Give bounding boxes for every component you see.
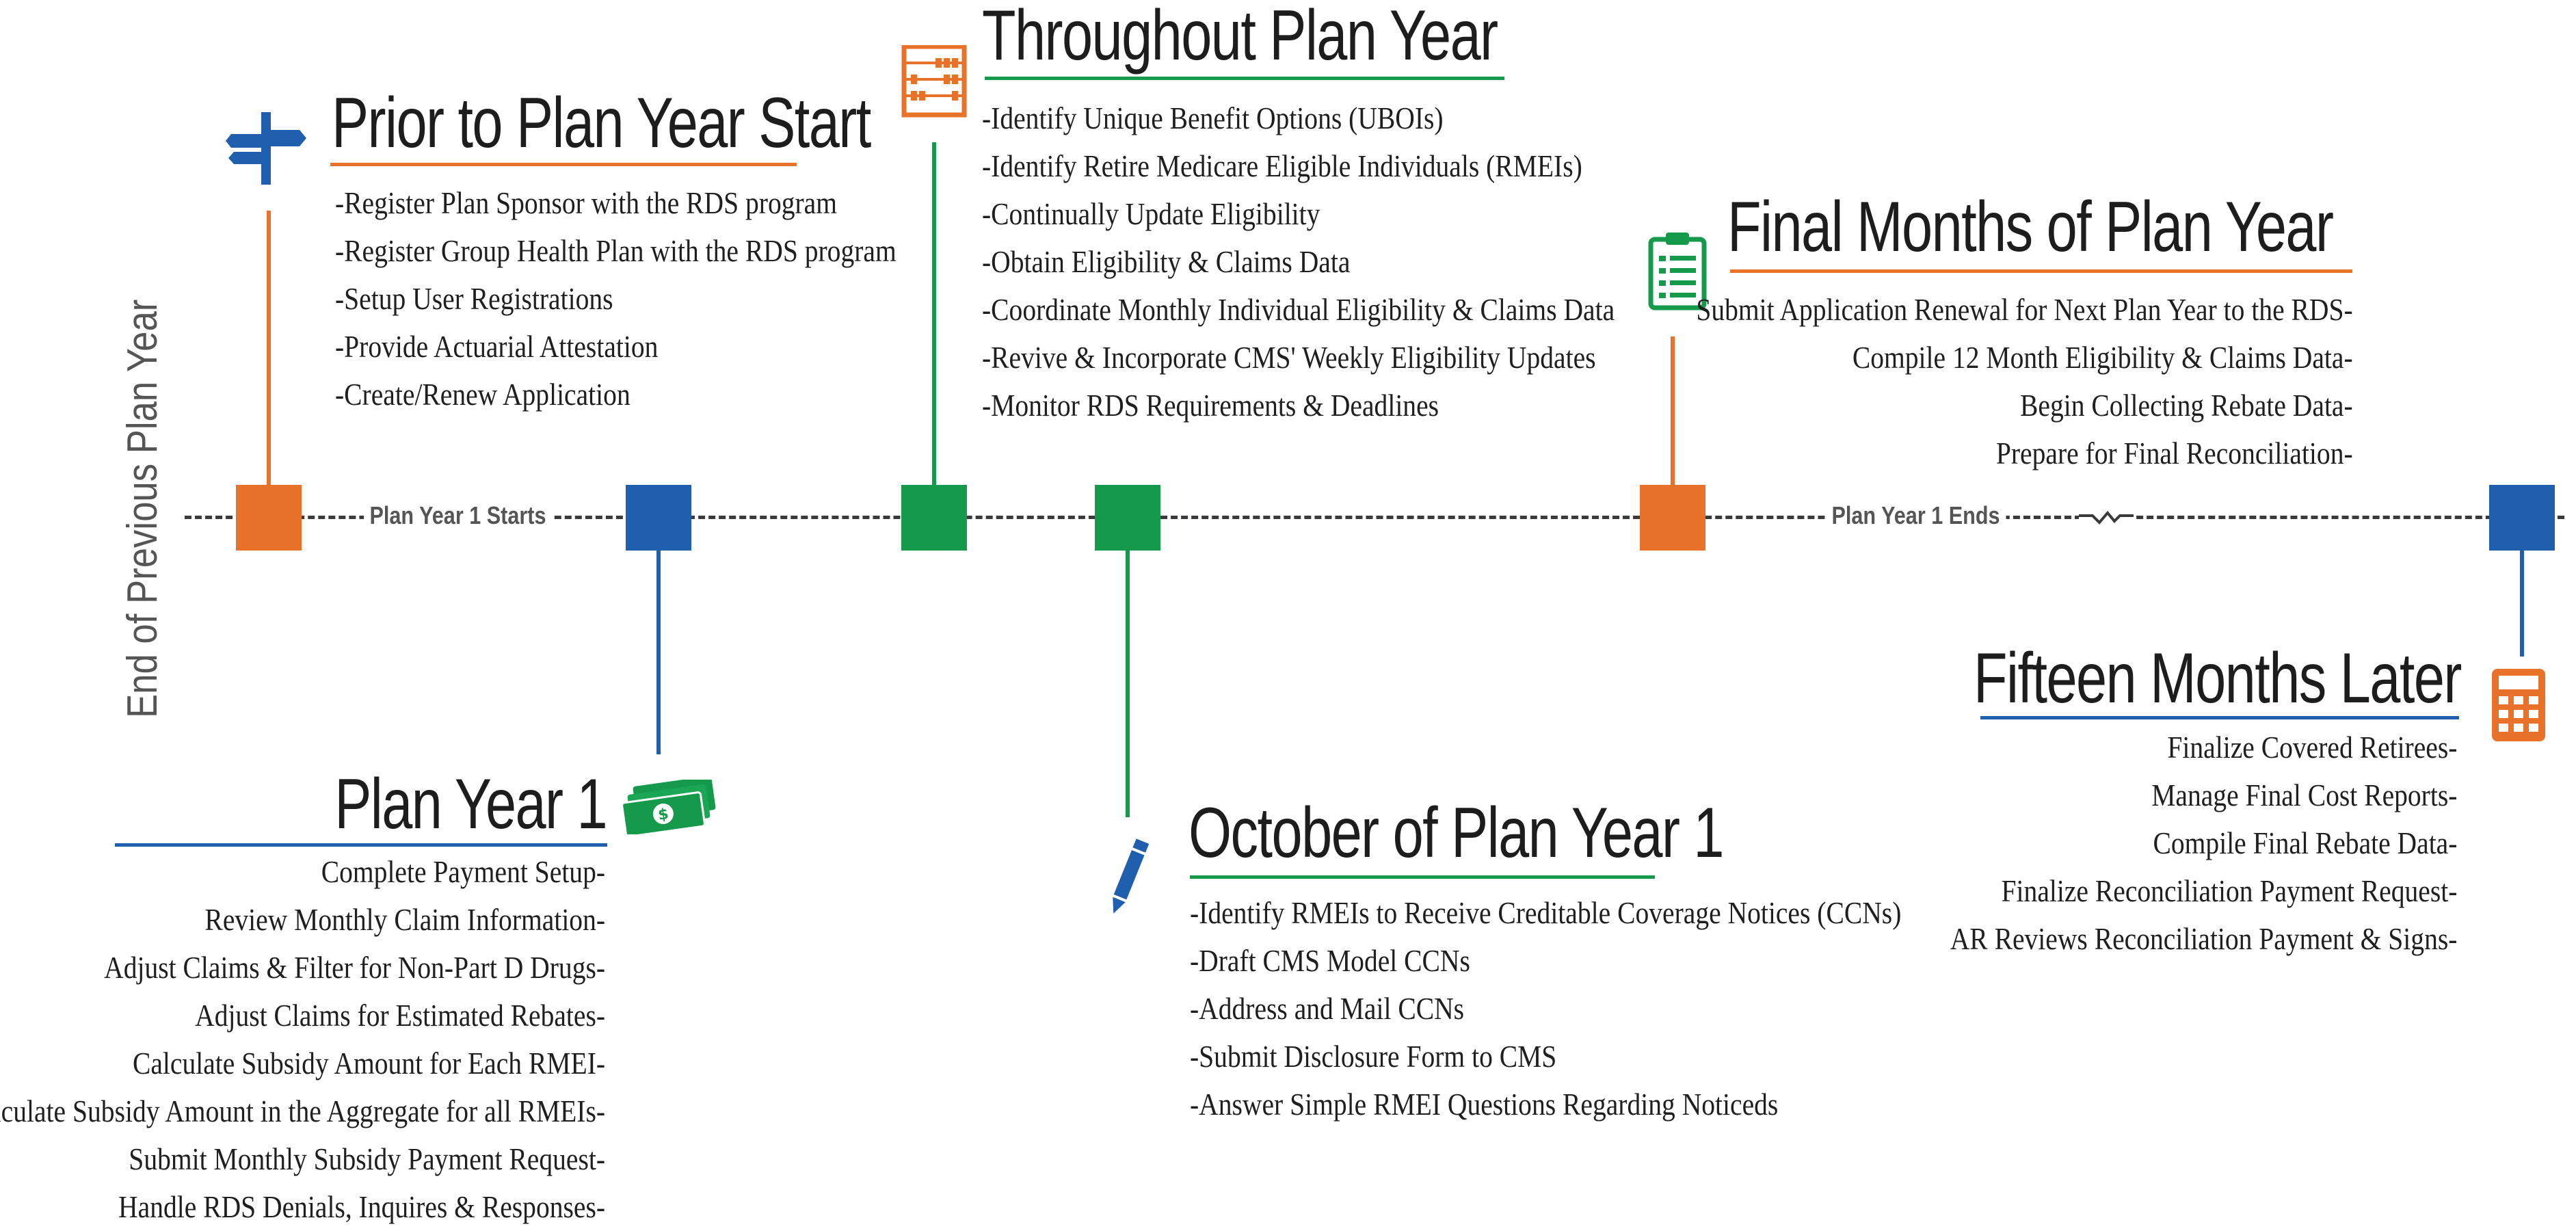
list-item: Finalize Reconciliation Payment Request-: [2001, 873, 2457, 908]
marker-final-months: [1640, 485, 1705, 551]
marker-prior-start: [236, 485, 302, 551]
timeline-axis: [185, 516, 2564, 519]
plan-year-1-underline: [115, 843, 607, 847]
marker-plan-year-1: [626, 485, 691, 551]
list-item: -Coordinate Monthly Individual Eligibili…: [982, 292, 1615, 327]
list-item: Adjust Claims for Estimated Rebates-: [195, 998, 606, 1033]
marker-october: [1095, 485, 1160, 551]
throughout-list: -Identify Unique Benefit Options (UBOIs)…: [982, 94, 1718, 429]
list-item: AR Reviews Reconciliation Payment & Sign…: [1950, 921, 2457, 956]
list-item: Complete Payment Setup-: [321, 854, 605, 889]
marker-fifteen-months: [2489, 485, 2555, 551]
list-item: Begin Collecting Rebate Data-: [2020, 388, 2353, 423]
fifteen-months-title: Fifteen Months Later: [1974, 639, 2462, 718]
october-underline: [1190, 875, 1655, 879]
fifteen-months-underline: [1980, 716, 2459, 719]
connector-prior-start: [267, 211, 271, 485]
final-months-list: Submit Application Renewal for Next Plan…: [1589, 286, 2353, 477]
throughout-underline: [985, 77, 1504, 80]
list-item: Prepare for Final Reconciliation-: [1996, 436, 2353, 471]
list-item: Adjust Claims & Filter for Non-Part D Dr…: [104, 950, 605, 985]
svg-text:$: $: [657, 806, 670, 824]
plan-year-1-list: Complete Payment Setup- Review Monthly C…: [0, 848, 605, 1231]
list-item: -Identify Retire Medicare Eligible Indiv…: [982, 148, 1582, 183]
plan-year-1-title: Plan Year 1: [334, 765, 607, 844]
list-item: Review Monthly Claim Information-: [204, 902, 606, 937]
marker-throughout-plan-year: [901, 485, 967, 551]
list-item: -Identify Unique Benefit Options (UBOIs): [982, 101, 1444, 135]
axis-break-icon: [2079, 507, 2134, 528]
list-item: -Continually Update Eligibility: [982, 196, 1320, 231]
list-item: -Identify RMEIs to Receive Creditable Co…: [1190, 895, 1902, 930]
list-item: Compile 12 Month Eligibility & Claims Da…: [1853, 340, 2353, 375]
list-item: -Provide Actuarial Attestation: [335, 329, 659, 364]
connector-final-months: [1671, 336, 1675, 485]
list-item: -Create/Renew Application: [335, 377, 630, 412]
list-item: Compile Final Rebate Data-: [2153, 825, 2457, 860]
connector-fifteen-months: [2520, 551, 2524, 657]
plan-year-end-label: Plan Year 1 Ends: [1826, 502, 2006, 529]
list-item: -Register Plan Sponsor with the RDS prog…: [335, 185, 838, 220]
list-item: -Setup User Registrations: [335, 281, 613, 316]
connector-october: [1126, 551, 1130, 817]
abacus-icon: [901, 45, 967, 118]
list-item: -Register Group Health Plan with the RDS…: [335, 233, 897, 268]
previous-plan-year-label: End of Previous Plan Year: [119, 299, 166, 718]
prior-start-list: -Register Plan Sponsor with the RDS prog…: [335, 179, 987, 419]
pencil-icon: [1113, 838, 1149, 914]
signpost-icon: [226, 112, 306, 185]
final-months-underline: [1730, 269, 2352, 273]
list-item: -Obtain Eligibility & Claims Data: [982, 244, 1351, 279]
fifteen-months-list: Finalize Covered Retirees- Manage Final …: [1868, 724, 2457, 963]
connector-throughout: [932, 142, 936, 485]
list-item: Finalize Covered Retirees-: [2166, 730, 2457, 765]
list-item: -Address and Mail CCNs: [1190, 991, 1465, 1026]
list-item: -Answer Simple RMEI Questions Regarding …: [1190, 1087, 1779, 1122]
calculator-icon: [2492, 669, 2545, 741]
list-item: -Monitor RDS Requirements & Deadlines: [982, 388, 1439, 423]
october-list: -Identify RMEIs to Receive Creditable Co…: [1190, 889, 2017, 1128]
list-item: -Submit Disclosure Form to CMS: [1190, 1039, 1557, 1074]
list-item: Manage Final Cost Reports-: [2151, 778, 2457, 812]
list-item: Submit Monthly Subsidy Payment Request-: [129, 1141, 605, 1176]
money-icon: $: [622, 780, 716, 834]
plan-year-start-label: Plan Year 1 Starts: [364, 502, 553, 529]
connector-plan-year-1: [656, 551, 661, 754]
list-item: Calculate Subsidy Amount in the Aggregat…: [0, 1094, 605, 1128]
list-item: Submit Application Renewal for Next Plan…: [1696, 292, 2353, 327]
prior-start-underline: [330, 163, 797, 166]
clipboard-icon: [1648, 233, 1707, 310]
list-item: -Revive & Incorporate CMS' Weekly Eligib…: [982, 340, 1596, 375]
october-title: October of Plan Year 1: [1189, 793, 1725, 873]
prior-start-title: Prior to Plan Year Start: [332, 83, 871, 163]
final-months-title: Final Months of Plan Year: [1727, 187, 2334, 267]
list-item: -Draft CMS Model CCNs: [1190, 943, 1470, 978]
throughout-title: Throughout Plan Year: [982, 0, 1498, 75]
list-item: Calculate Subsidy Amount for Each RMEI-: [132, 1046, 606, 1081]
list-item: Handle RDS Denials, Inquires & Responses…: [118, 1189, 605, 1224]
